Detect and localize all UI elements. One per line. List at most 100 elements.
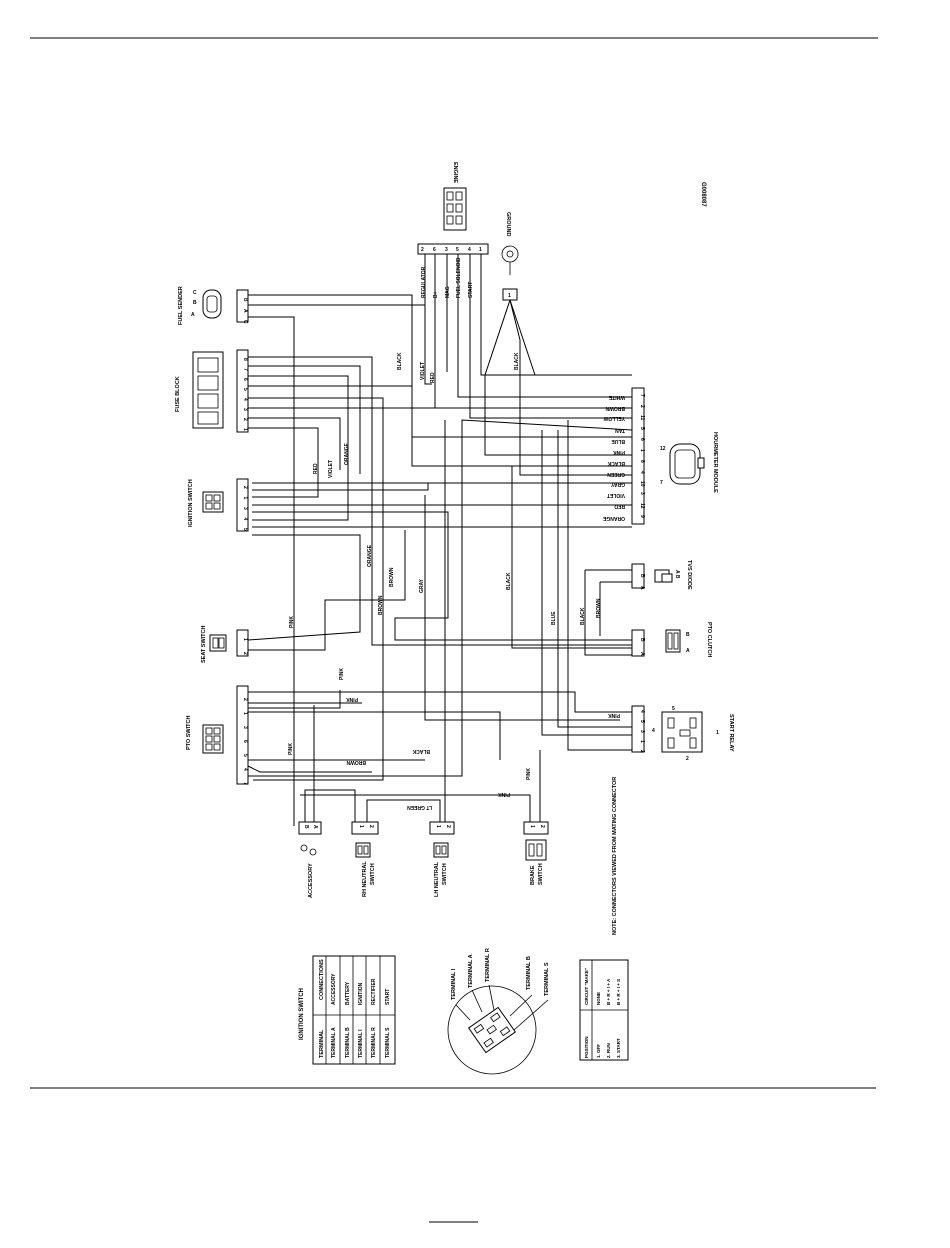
svg-text:12: 12 [660,446,666,452]
lh_neutral-pin: 2 [445,825,451,828]
lh-neutral-label-1: LH NEUTRAL [434,861,440,897]
ignition_switch-pin: 5 [242,528,248,531]
engine-pin-label: REGULATOR [421,266,427,298]
ignition-table-header: TERMINAL [319,1029,325,1058]
circuit-position: 3. START [616,1038,621,1058]
fuel-sender: CAB C B A FUEL SENDER [178,286,249,325]
rh_neutral-pin: 1 [358,825,364,828]
wire-label-black-ground: BLACK [514,352,520,370]
hourmeter-pin-number: 8 [639,460,645,463]
ignition-switch-table: IGNITION SWITCH TERMINALCONNECTIONSTERMI… [299,955,396,1065]
hourmeter-wire-color: GREEN [607,471,625,477]
fuel_sender-pin: B [242,298,248,302]
wires [247,254,633,826]
pto-clutch: AB B A PTO CLUTCH [631,622,712,657]
svg-text:A: A [686,648,690,654]
engine-pin-number: 2 [421,247,424,253]
engine-pin-label: MAG [445,286,451,298]
ignition_switch-pin: 1 [242,497,248,500]
circuit-position: 2. RUN [606,1043,611,1058]
hourmeter-pin-number: 11 [639,415,645,421]
brake-label-2: SWITCH [538,863,544,885]
pto_switch-pin: 7 [242,782,248,785]
hourmeter-wire-color: YELLOW [603,415,625,421]
wire-label-orange-mid: ORANGE [367,544,373,567]
engine-pin-number: 3 [445,247,448,253]
drawing-id: G008087 [700,182,706,207]
connector-note: NOTE: CONNECTORS VIEWED FROM MATING CONN… [612,777,618,935]
engine-pin-number: 4 [468,247,471,253]
hourmeter-pin-number: 6 [639,438,645,441]
ignition-table-connection: ACCESSORY [331,973,337,1005]
lh_neutral-pin: 1 [435,825,441,828]
svg-text:B: B [686,632,690,638]
fuse_block-pin: 1 [242,428,248,431]
pto_clutch-pin: A [639,652,645,656]
terminal-label: TERMINAL B [526,956,532,990]
pto-switch-label: PTO SWITCH [186,716,192,750]
engine-pin-label: B+ [433,291,439,298]
wire-label-pink-brake: PINK [526,768,532,780]
svg-text:C: C [193,290,197,296]
wire-label-brown-a: BROWN [389,567,395,587]
ignition_switch-pin: 2 [242,486,248,489]
circuit-make: B + R + I + A [606,978,611,1005]
start-relay-label: START RELAY [728,714,734,752]
svg-text:4: 4 [652,728,655,734]
fuse_block-pin: 7 [242,368,248,371]
hourmeter-module-label: HOURMETER MODULE [712,432,718,493]
tvs-diode-label: TVS DIODE [686,560,692,590]
terminal-label: TERMINAL S [544,962,550,996]
start_relay-pin: 3 [639,730,645,733]
wire-label-lt-green: LT GREEN [407,804,432,810]
hourmeter-wire-color: BLACK [607,460,625,466]
engine-pin-number: 1 [479,247,482,253]
wire-label-red-top: RED [430,372,436,383]
circuit-position: 1. OFF [596,1044,601,1058]
engine-label: ENGINE [452,162,458,183]
brake-label-1: BRAKE [530,865,536,885]
ignition-table-terminal: TERMINAL I [358,1029,364,1058]
hourmeter-wire-color: TAN [615,427,625,433]
fuse_block-pin: 4 [242,398,248,401]
start_relay-pin: 1 [639,740,645,743]
note-text: NOTE: CONNECTORS VIEWED FROM MATING CONN… [612,777,618,935]
accessory-pin: B [303,825,309,829]
start_relay-pin: 4 [639,710,645,713]
ignition-table-connection: RECTIFIER [371,978,377,1005]
svg-text:A: A [191,312,195,318]
svg-text:5: 5 [672,706,675,712]
hourmeter-pin-number: 4 [639,471,645,474]
brake-pin: 2 [539,825,545,828]
ignition-table-terminal: TERMINAL B [345,1027,351,1058]
circuit-make: NONE [596,992,601,1005]
ignition-table-connection: IGNITION [358,982,364,1005]
fuse_block-pin: 6 [242,378,248,381]
fuse_block-pin: 2 [242,418,248,421]
fuel-sender-label: FUEL SENDER [178,286,184,325]
fuse_block-pin: 5 [242,388,248,391]
wire-label-pink-relay: PINK [608,712,620,718]
wire-label-brown-b: BROWN [378,595,384,615]
rh_neutral-pin: 2 [368,825,374,828]
hourmeter-module: 7WHITE2BROWN11YELLOW5TAN6BLUE1PINK8BLACK… [602,387,718,525]
hourmeter-wire-color: ORANGE [602,515,625,521]
ignition-switch-label: IGNITION SWITCH [188,479,194,527]
circuit-make: B + R + I + S [616,979,621,1005]
wire-label-pink-low: PINK [498,791,510,797]
svg-text:7: 7 [660,480,663,486]
hourmeter-pin-number: 1 [639,449,645,452]
wire-label-gray-mid: GRAY [419,578,425,593]
wire-label-pink-pto-c: PINK [288,743,294,755]
hourmeter-pin-number: 9 [639,515,645,518]
seat-switch: 21 SEAT SWITCH [201,625,249,663]
tvs_diode-pin: A [639,586,645,590]
terminal-label: TERMINAL I [451,968,457,1000]
hourmeter-wire-color: RED [614,503,625,509]
ignition_switch-pin: 3 [242,507,248,510]
svg-text:1: 1 [508,293,511,299]
